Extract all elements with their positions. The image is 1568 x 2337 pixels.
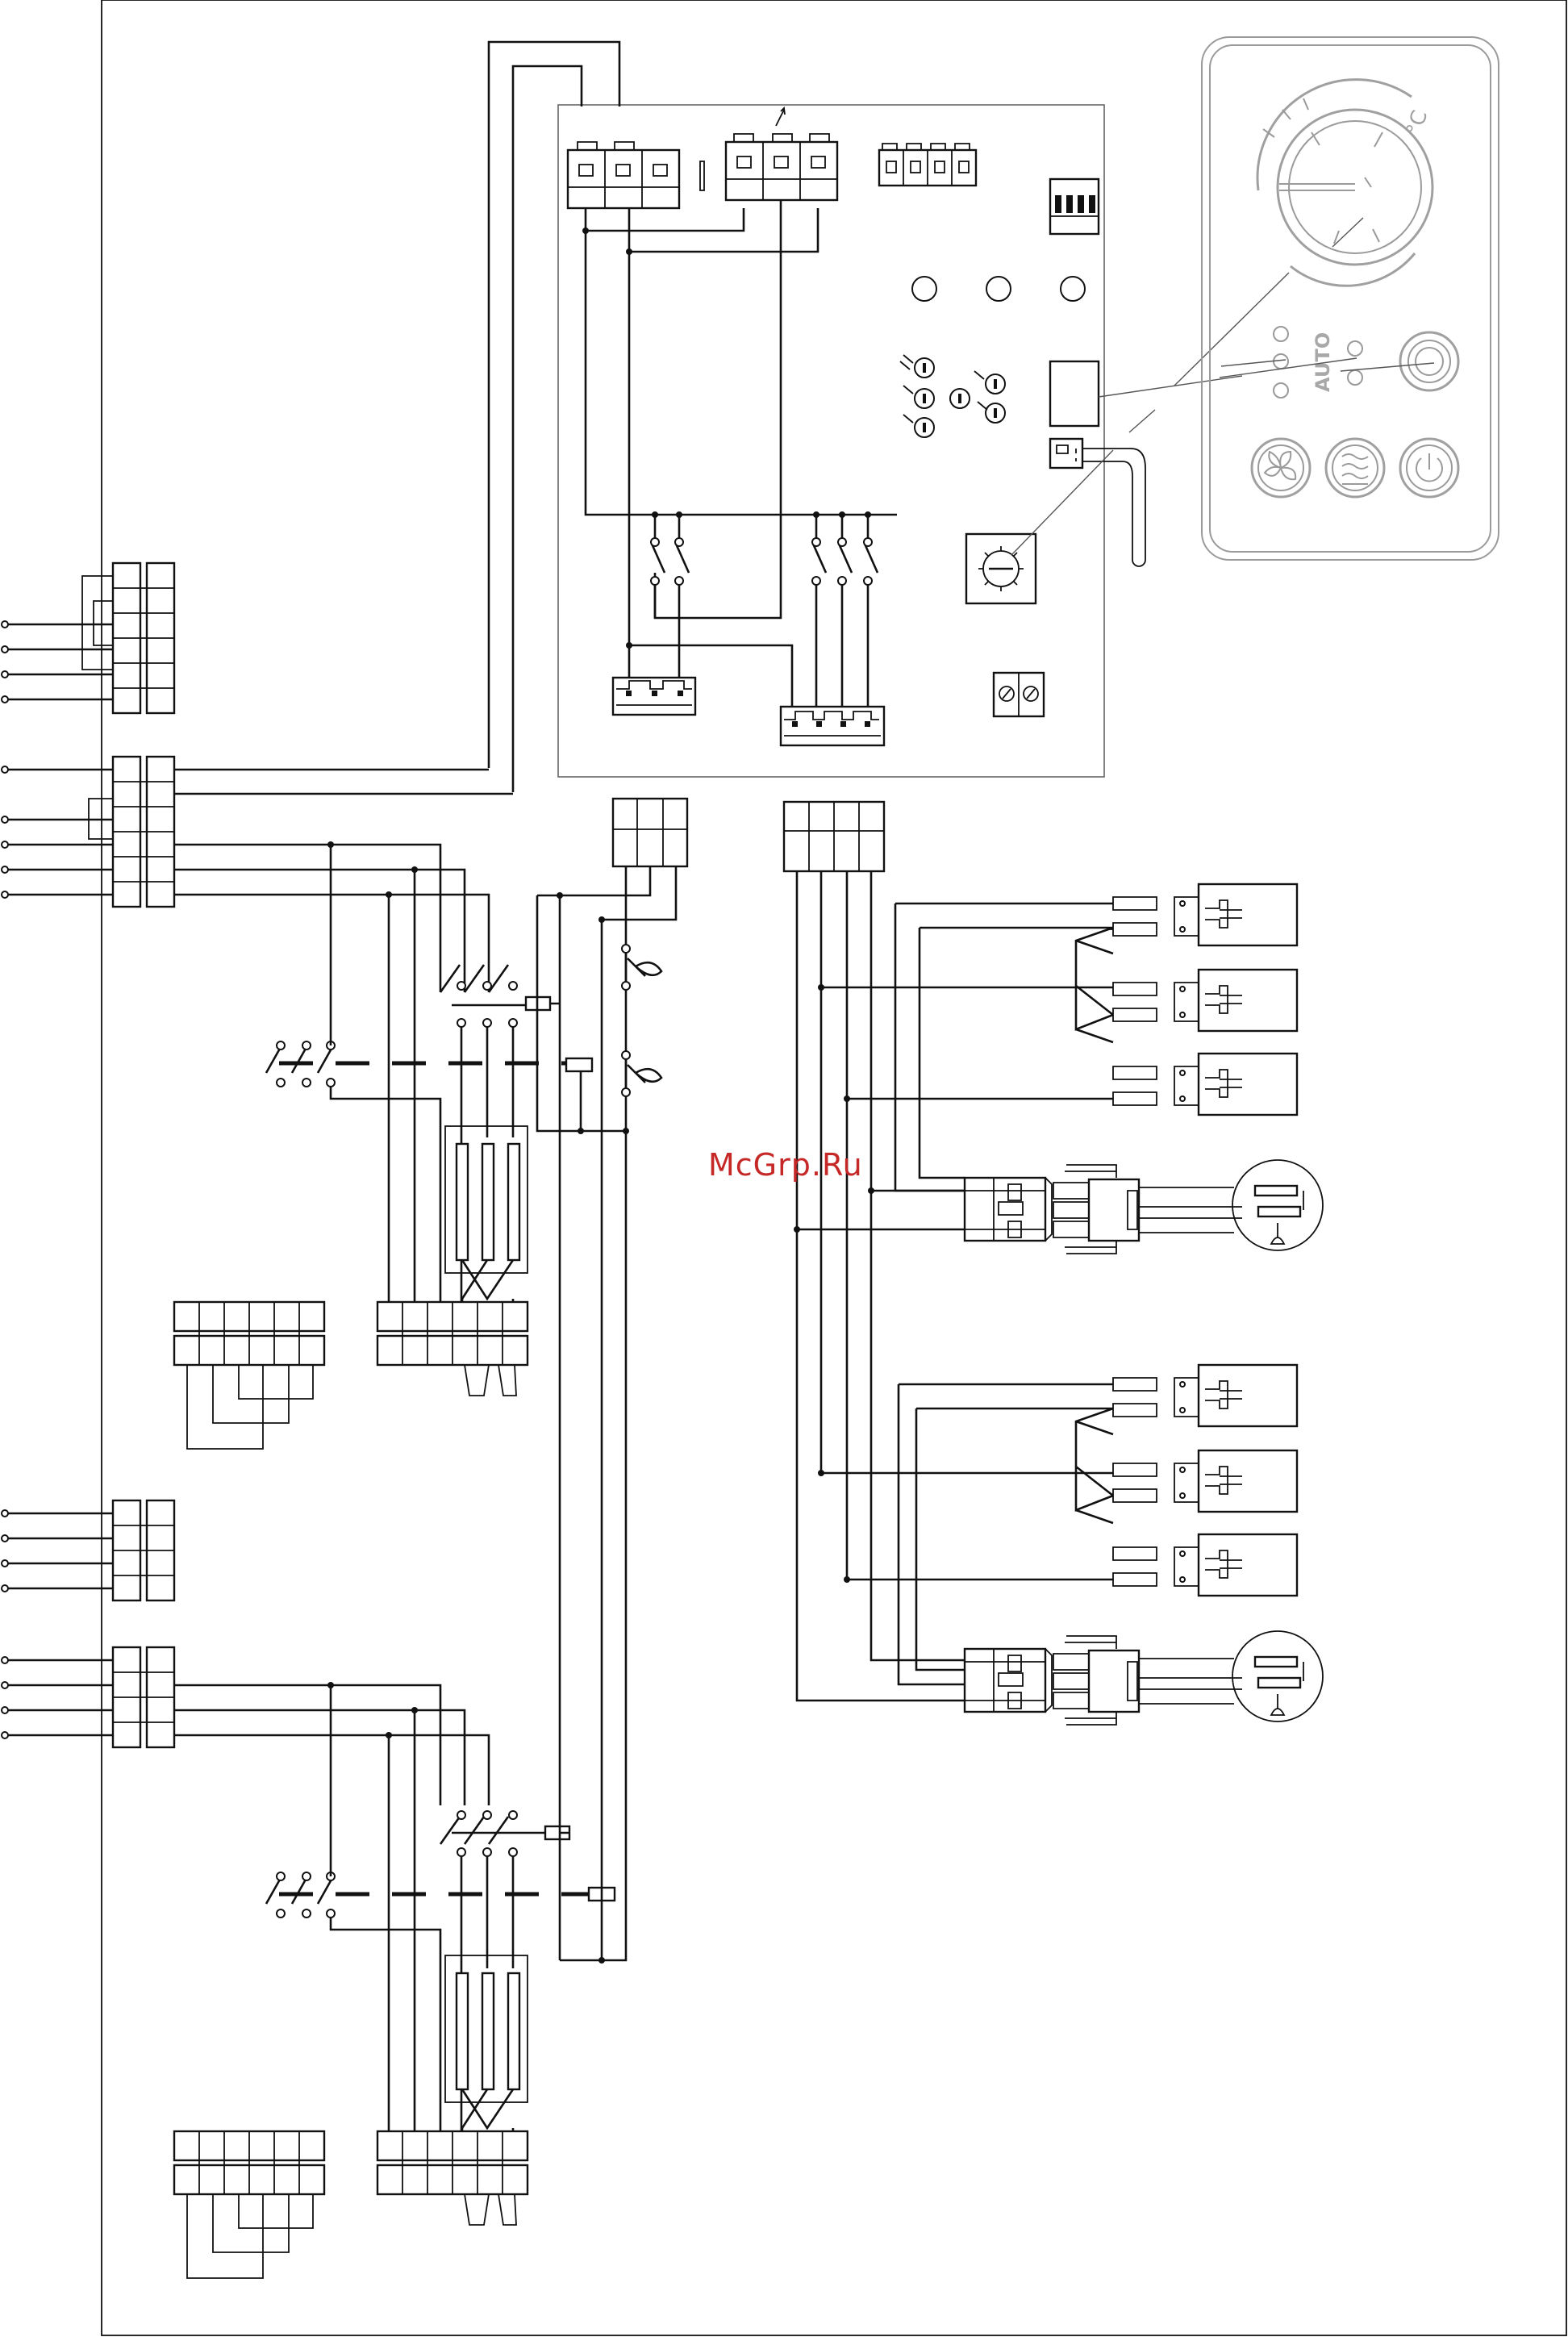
heating-element-group xyxy=(445,1126,528,1315)
led-cluster xyxy=(900,355,1005,437)
element-terminal-strip xyxy=(377,1302,528,1396)
capacitor-spade-6 xyxy=(1113,1534,1297,1596)
thermal-cutout-1 xyxy=(622,945,661,990)
dip-switch xyxy=(1050,179,1099,234)
watermark-text: McGrp.Ru xyxy=(708,1147,863,1183)
control-bus xyxy=(537,799,687,1963)
remote-control-panel: °C AUTO xyxy=(1202,37,1499,560)
terminal-block-4 xyxy=(2,1647,489,1805)
auto-power-button[interactable] xyxy=(1400,332,1458,390)
control-board xyxy=(489,42,1289,792)
fan-motor-group-2 xyxy=(965,1365,1323,1725)
contactor-lower xyxy=(266,845,592,1315)
heater-stage-1 xyxy=(174,845,592,1449)
motor-plug-1 xyxy=(965,1165,1139,1254)
board-connector-3pin xyxy=(613,678,695,715)
heating-element-group-2 xyxy=(445,1955,528,2144)
indicator-lamp xyxy=(912,277,936,301)
temperature-unit-label: °C xyxy=(1402,107,1432,139)
terminal-block-3 xyxy=(2,1500,174,1600)
terminal-block-1 xyxy=(2,563,174,713)
relay-block-3 xyxy=(879,144,976,186)
power-icon[interactable] xyxy=(1400,439,1458,497)
board-switch-group-2 xyxy=(812,511,878,707)
capacitor-spade-4 xyxy=(1113,1365,1297,1426)
element-terminal-strip-2 xyxy=(377,2131,528,2225)
fan-motor-1 xyxy=(1232,1160,1323,1250)
fan-motor-2 xyxy=(1232,1631,1323,1721)
contactor-upper xyxy=(440,965,550,1315)
board-connector-4pin xyxy=(781,707,884,745)
thermal-cutout-2 xyxy=(622,1051,661,1096)
display-module xyxy=(1050,361,1099,426)
board-switch-group-1 xyxy=(651,511,689,678)
capacitor-spade-2 xyxy=(1113,970,1297,1031)
bridge-terminal-strip-2 xyxy=(174,2131,324,2278)
fan-motor-group-1 xyxy=(965,884,1323,1254)
capacitor-spade-3 xyxy=(1113,1054,1297,1115)
capacitor-spade-5 xyxy=(1113,1450,1297,1512)
board-terminal-2pole xyxy=(994,673,1044,716)
terminal-block-2 xyxy=(2,757,513,992)
thermostat-dial-icon: °C xyxy=(1257,80,1432,286)
motor-plug-2 xyxy=(965,1636,1139,1725)
rotary-switch xyxy=(966,534,1036,603)
sensor-connector xyxy=(1050,439,1145,566)
indicator-lamp xyxy=(986,277,1011,301)
relay-block-2 xyxy=(726,108,837,200)
capacitor-spade-1 xyxy=(1108,884,1297,945)
heat-waves-icon[interactable] xyxy=(1326,439,1384,497)
heater-stage-2 xyxy=(174,1685,615,2278)
fan-icon[interactable] xyxy=(1252,439,1310,497)
fan-connector-block xyxy=(784,802,1113,1701)
indicator-lamp xyxy=(1061,277,1085,301)
bridge-terminal-strip xyxy=(174,1302,324,1449)
relay-block-1 xyxy=(568,142,679,208)
